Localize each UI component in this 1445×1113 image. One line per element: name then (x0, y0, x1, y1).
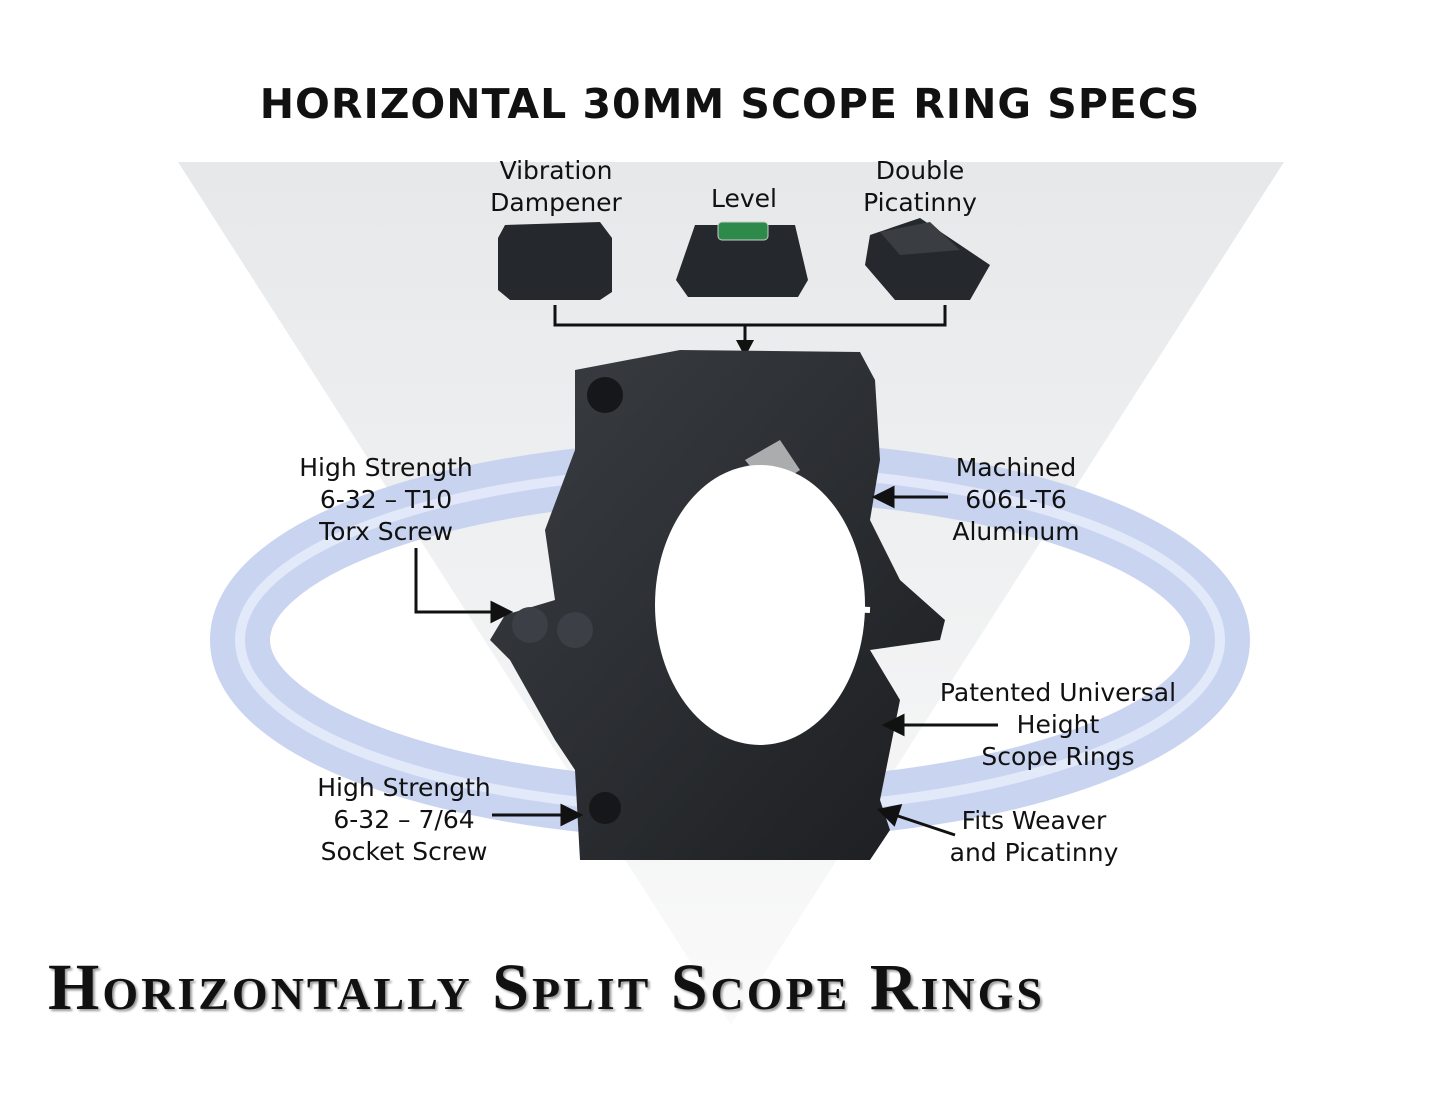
weaver-arrow (894, 813, 956, 837)
label-line: and Picatinny (949, 838, 1119, 867)
label-line: 6061-T6 (965, 485, 1067, 514)
vibration-dampener-image (498, 222, 612, 300)
label-line: Vibration (499, 156, 613, 185)
callout-aluminum: Machined 6061-T6 Aluminum (952, 452, 1079, 548)
label-line: High Strength (317, 773, 491, 802)
label-vibration-dampener: Vibration Dampener (490, 155, 622, 219)
label-line: 6-32 – 7/64 (333, 805, 475, 834)
label-line: 6-32 – T10 (319, 485, 453, 514)
label-line: Dampener (490, 188, 622, 217)
callout-torx-screw: High Strength 6-32 – T10 Torx Screw (299, 452, 473, 548)
scope-ring-mount (490, 350, 945, 860)
label-line: Scope Rings (981, 742, 1135, 771)
label-double-picatinny: Double Picatinny (863, 155, 977, 219)
label-line: Double (875, 156, 965, 185)
label-line: Fits Weaver (961, 806, 1107, 835)
label-line: Socket Screw (320, 837, 488, 866)
callout-universal-height: Patented Universal Height Scope Rings (940, 677, 1176, 773)
label-level: Level (711, 183, 777, 215)
page-title: HORIZONTAL 30MM SCOPE RING SPECS (259, 80, 1201, 128)
label-line: Machined (955, 453, 1077, 482)
label-line: Picatinny (863, 188, 977, 217)
label-line: Patented Universal (939, 678, 1177, 707)
callout-socket-screw: High Strength 6-32 – 7/64 Socket Screw (317, 772, 491, 868)
label-line: Aluminum (952, 517, 1080, 546)
footer-title: Horizontally Split Scope Rings (48, 951, 1045, 1024)
double-picatinny-image (865, 218, 990, 300)
label-line: Torx Screw (319, 517, 453, 546)
torx-arrow (414, 548, 495, 614)
callout-weaver-picatinny: Fits Weaver and Picatinny (950, 805, 1119, 869)
label-line: High Strength (299, 453, 473, 482)
label-line: Height (1016, 710, 1100, 739)
level-image (676, 221, 808, 297)
label-line: Level (711, 184, 777, 213)
